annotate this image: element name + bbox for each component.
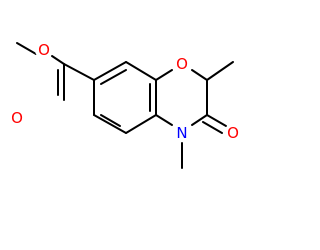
bond-n-ring [155,114,173,126]
bond-ring-1 [93,61,127,81]
atom-o-ring-label: O [176,55,188,73]
bond-ring-5 [93,114,127,134]
bond-ch-methyl [206,61,234,81]
atom-o-lactam: O [224,124,242,142]
atom-o-methoxy: O [35,41,53,59]
atom-o-methoxy-label: O [38,41,50,59]
bond-ring-2 [125,61,157,81]
atom-n-ring: N [173,124,191,142]
bond-ester-o-c [51,55,65,65]
bond-ring-o [155,69,173,81]
structure-diagram: O O O O N [8,41,242,169]
bond-co-n [191,114,208,126]
atom-o-lactam-label: O [227,124,239,142]
bond-ring-inner-1 [100,69,127,85]
atom-n-ring-label: N [176,124,187,142]
bond-methoxy-methyl [16,42,37,55]
bond-lactam-double-2 [202,121,223,134]
atom-o-carbonyl: O [8,109,26,127]
bond-ring-4 [125,114,157,134]
bonds [16,42,234,169]
atom-o-ring: O [173,55,191,73]
atom-labels: O O O O N [8,41,242,142]
bond-carbonyl-ring [63,63,95,81]
bond-lactam-double-1 [206,114,227,127]
atom-o-carbonyl-label: O [11,109,23,127]
bond-ring-inner-3 [100,114,121,127]
bond-o-ch [191,69,208,81]
